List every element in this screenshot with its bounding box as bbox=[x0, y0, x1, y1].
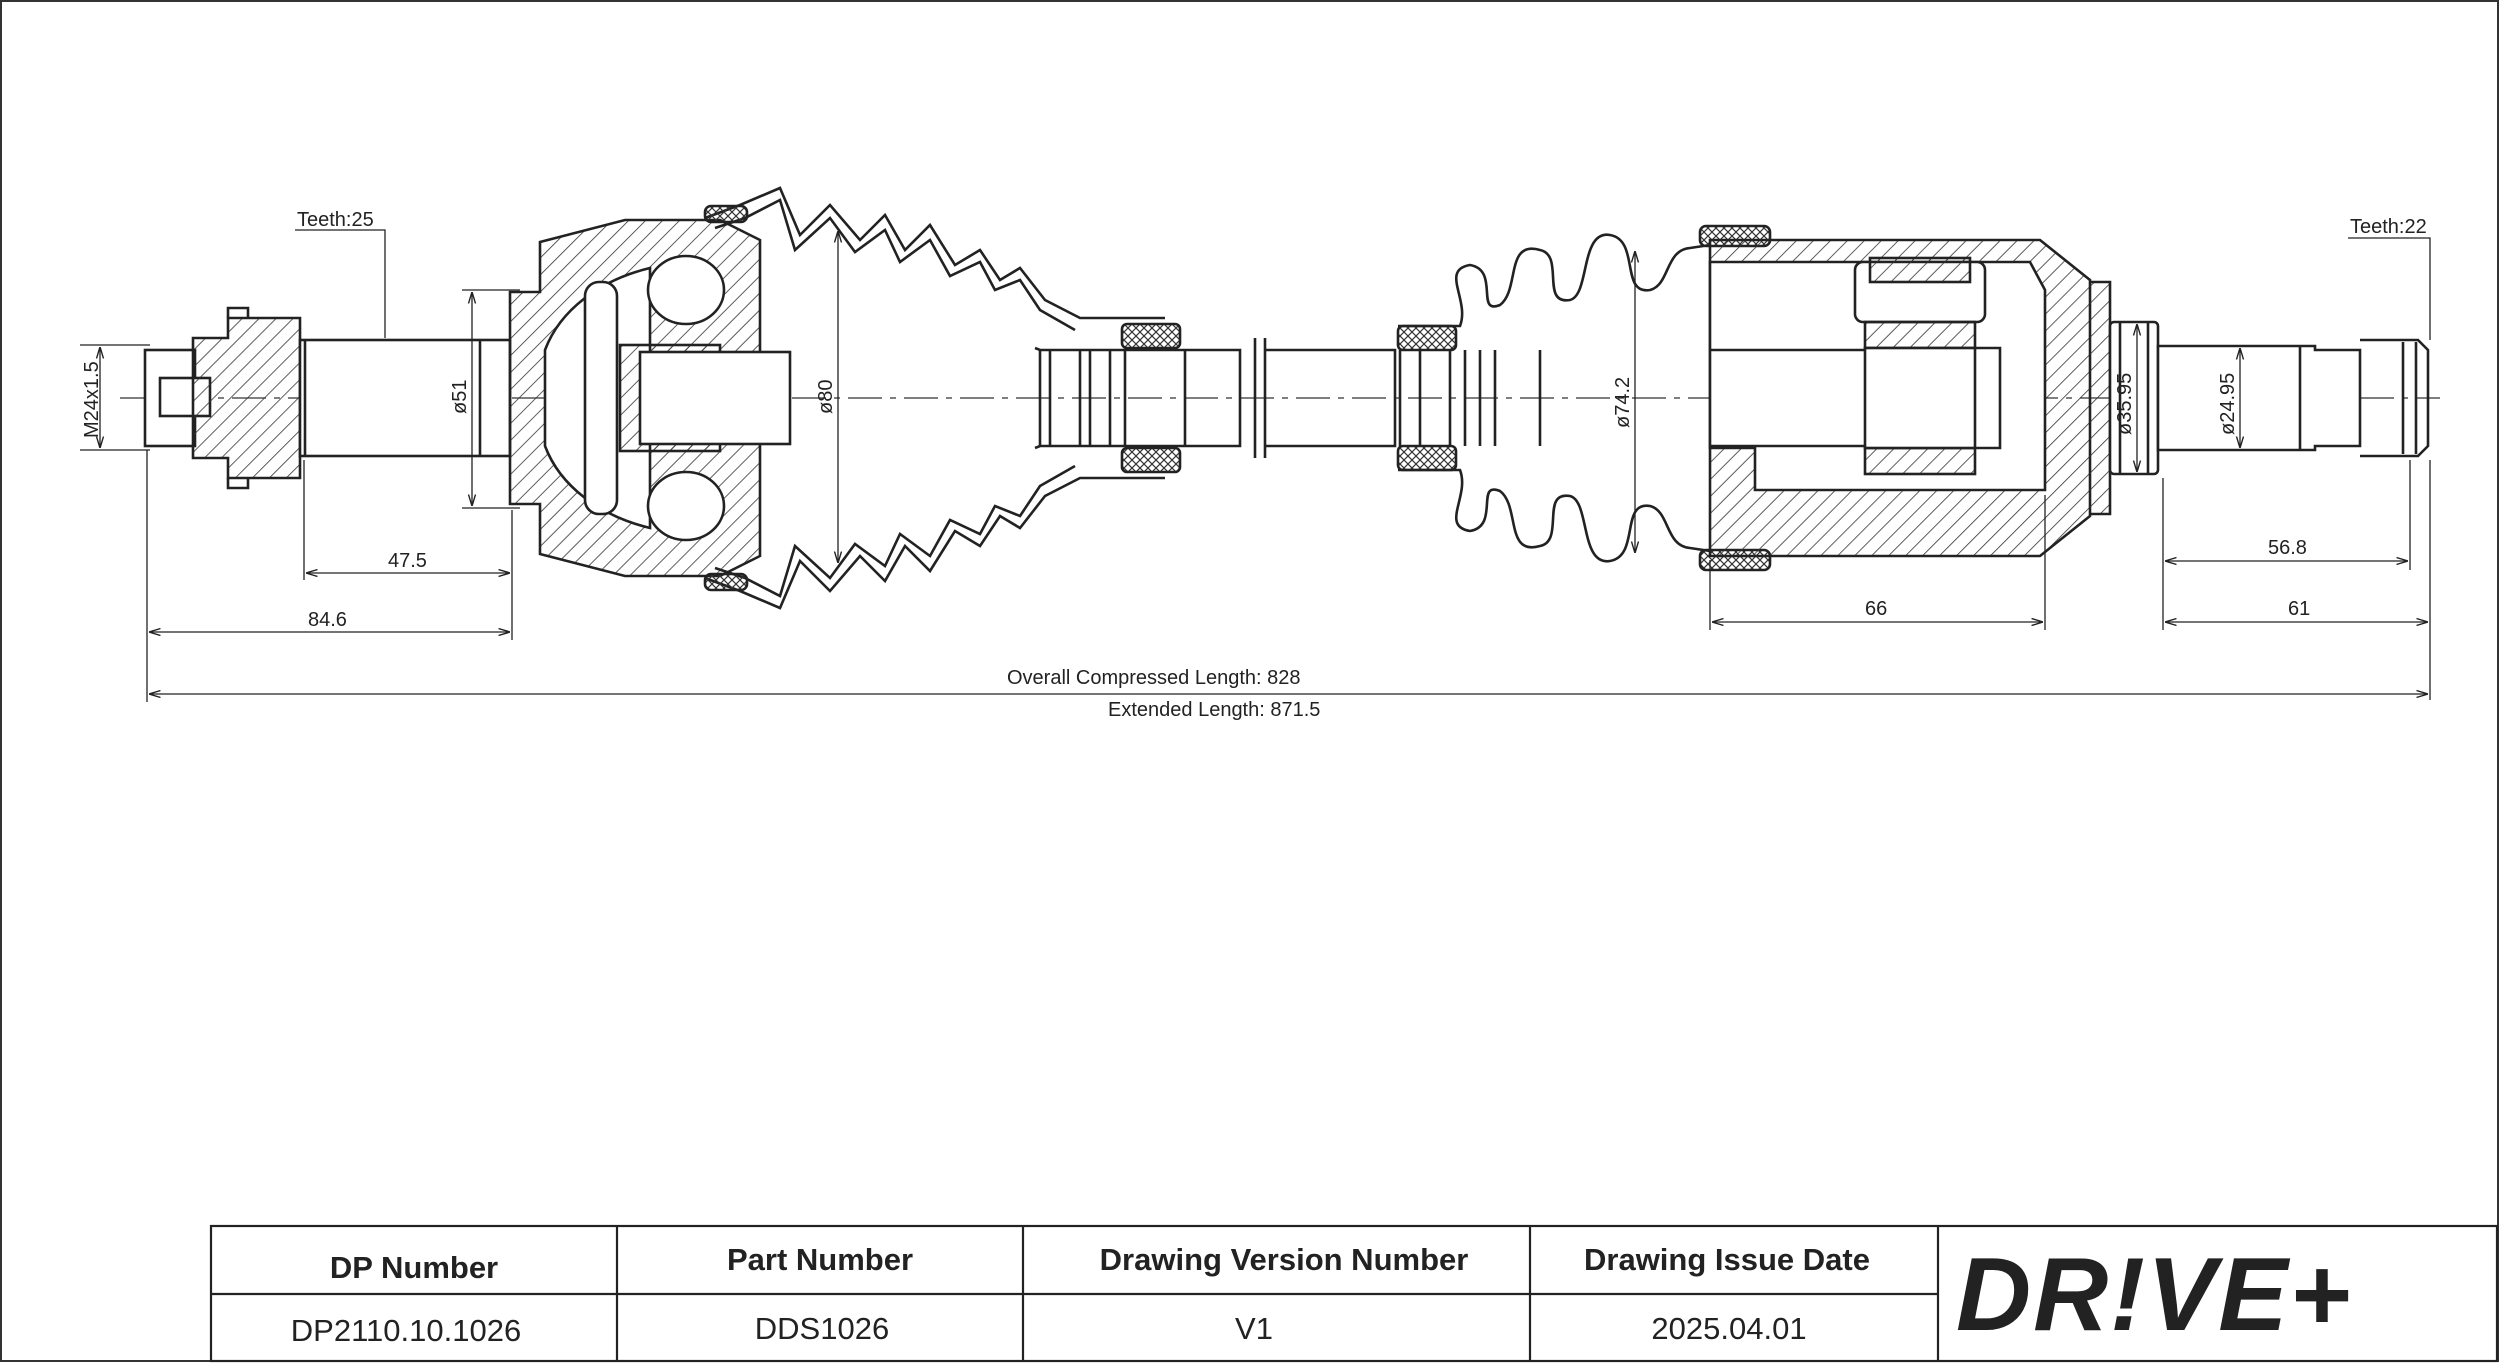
dia-51-label: ø51 bbox=[449, 380, 471, 414]
value-part-number: DDS1026 bbox=[755, 1311, 889, 1346]
header-issue-date: Drawing Issue Date bbox=[1584, 1242, 1870, 1277]
dia-24-95-label: ø24.95 bbox=[2217, 373, 2239, 435]
teeth-left-label: Teeth:25 bbox=[297, 209, 374, 231]
dia-74-2-label: ø74.2 bbox=[1612, 377, 1634, 428]
len-56-8-label: 56.8 bbox=[2268, 537, 2307, 559]
len-47-5-label: 47.5 bbox=[388, 550, 427, 572]
dimension-lines bbox=[80, 229, 2431, 702]
extended-length-label: Extended Length: 871.5 bbox=[1108, 699, 1320, 721]
value-issue-date: 2025.04.01 bbox=[1651, 1311, 1806, 1346]
dia-35-95-label: ø35.95 bbox=[2114, 373, 2136, 435]
len-61-label: 61 bbox=[2288, 598, 2310, 620]
header-dp-number: DP Number bbox=[330, 1250, 498, 1285]
drive-logo: DR!VE+ bbox=[1956, 1237, 2352, 1353]
title-block bbox=[209, 1224, 2499, 1363]
overall-compressed-label: Overall Compressed Length: 828 bbox=[1007, 667, 1301, 689]
value-dp-number: DP2110.10.1026 bbox=[291, 1313, 521, 1348]
header-part-number: Part Number bbox=[727, 1242, 913, 1277]
len-66-label: 66 bbox=[1865, 598, 1887, 620]
thread-label: M24x1.5 bbox=[81, 361, 103, 438]
teeth-right-label: Teeth:22 bbox=[2350, 216, 2427, 238]
shaft-drawing bbox=[143, 186, 2430, 610]
dia-80-label: ø80 bbox=[815, 380, 837, 414]
header-drawing-version: Drawing Version Number bbox=[1100, 1242, 1469, 1277]
value-drawing-version: V1 bbox=[1235, 1311, 1273, 1346]
len-84-6-label: 84.6 bbox=[308, 609, 347, 631]
